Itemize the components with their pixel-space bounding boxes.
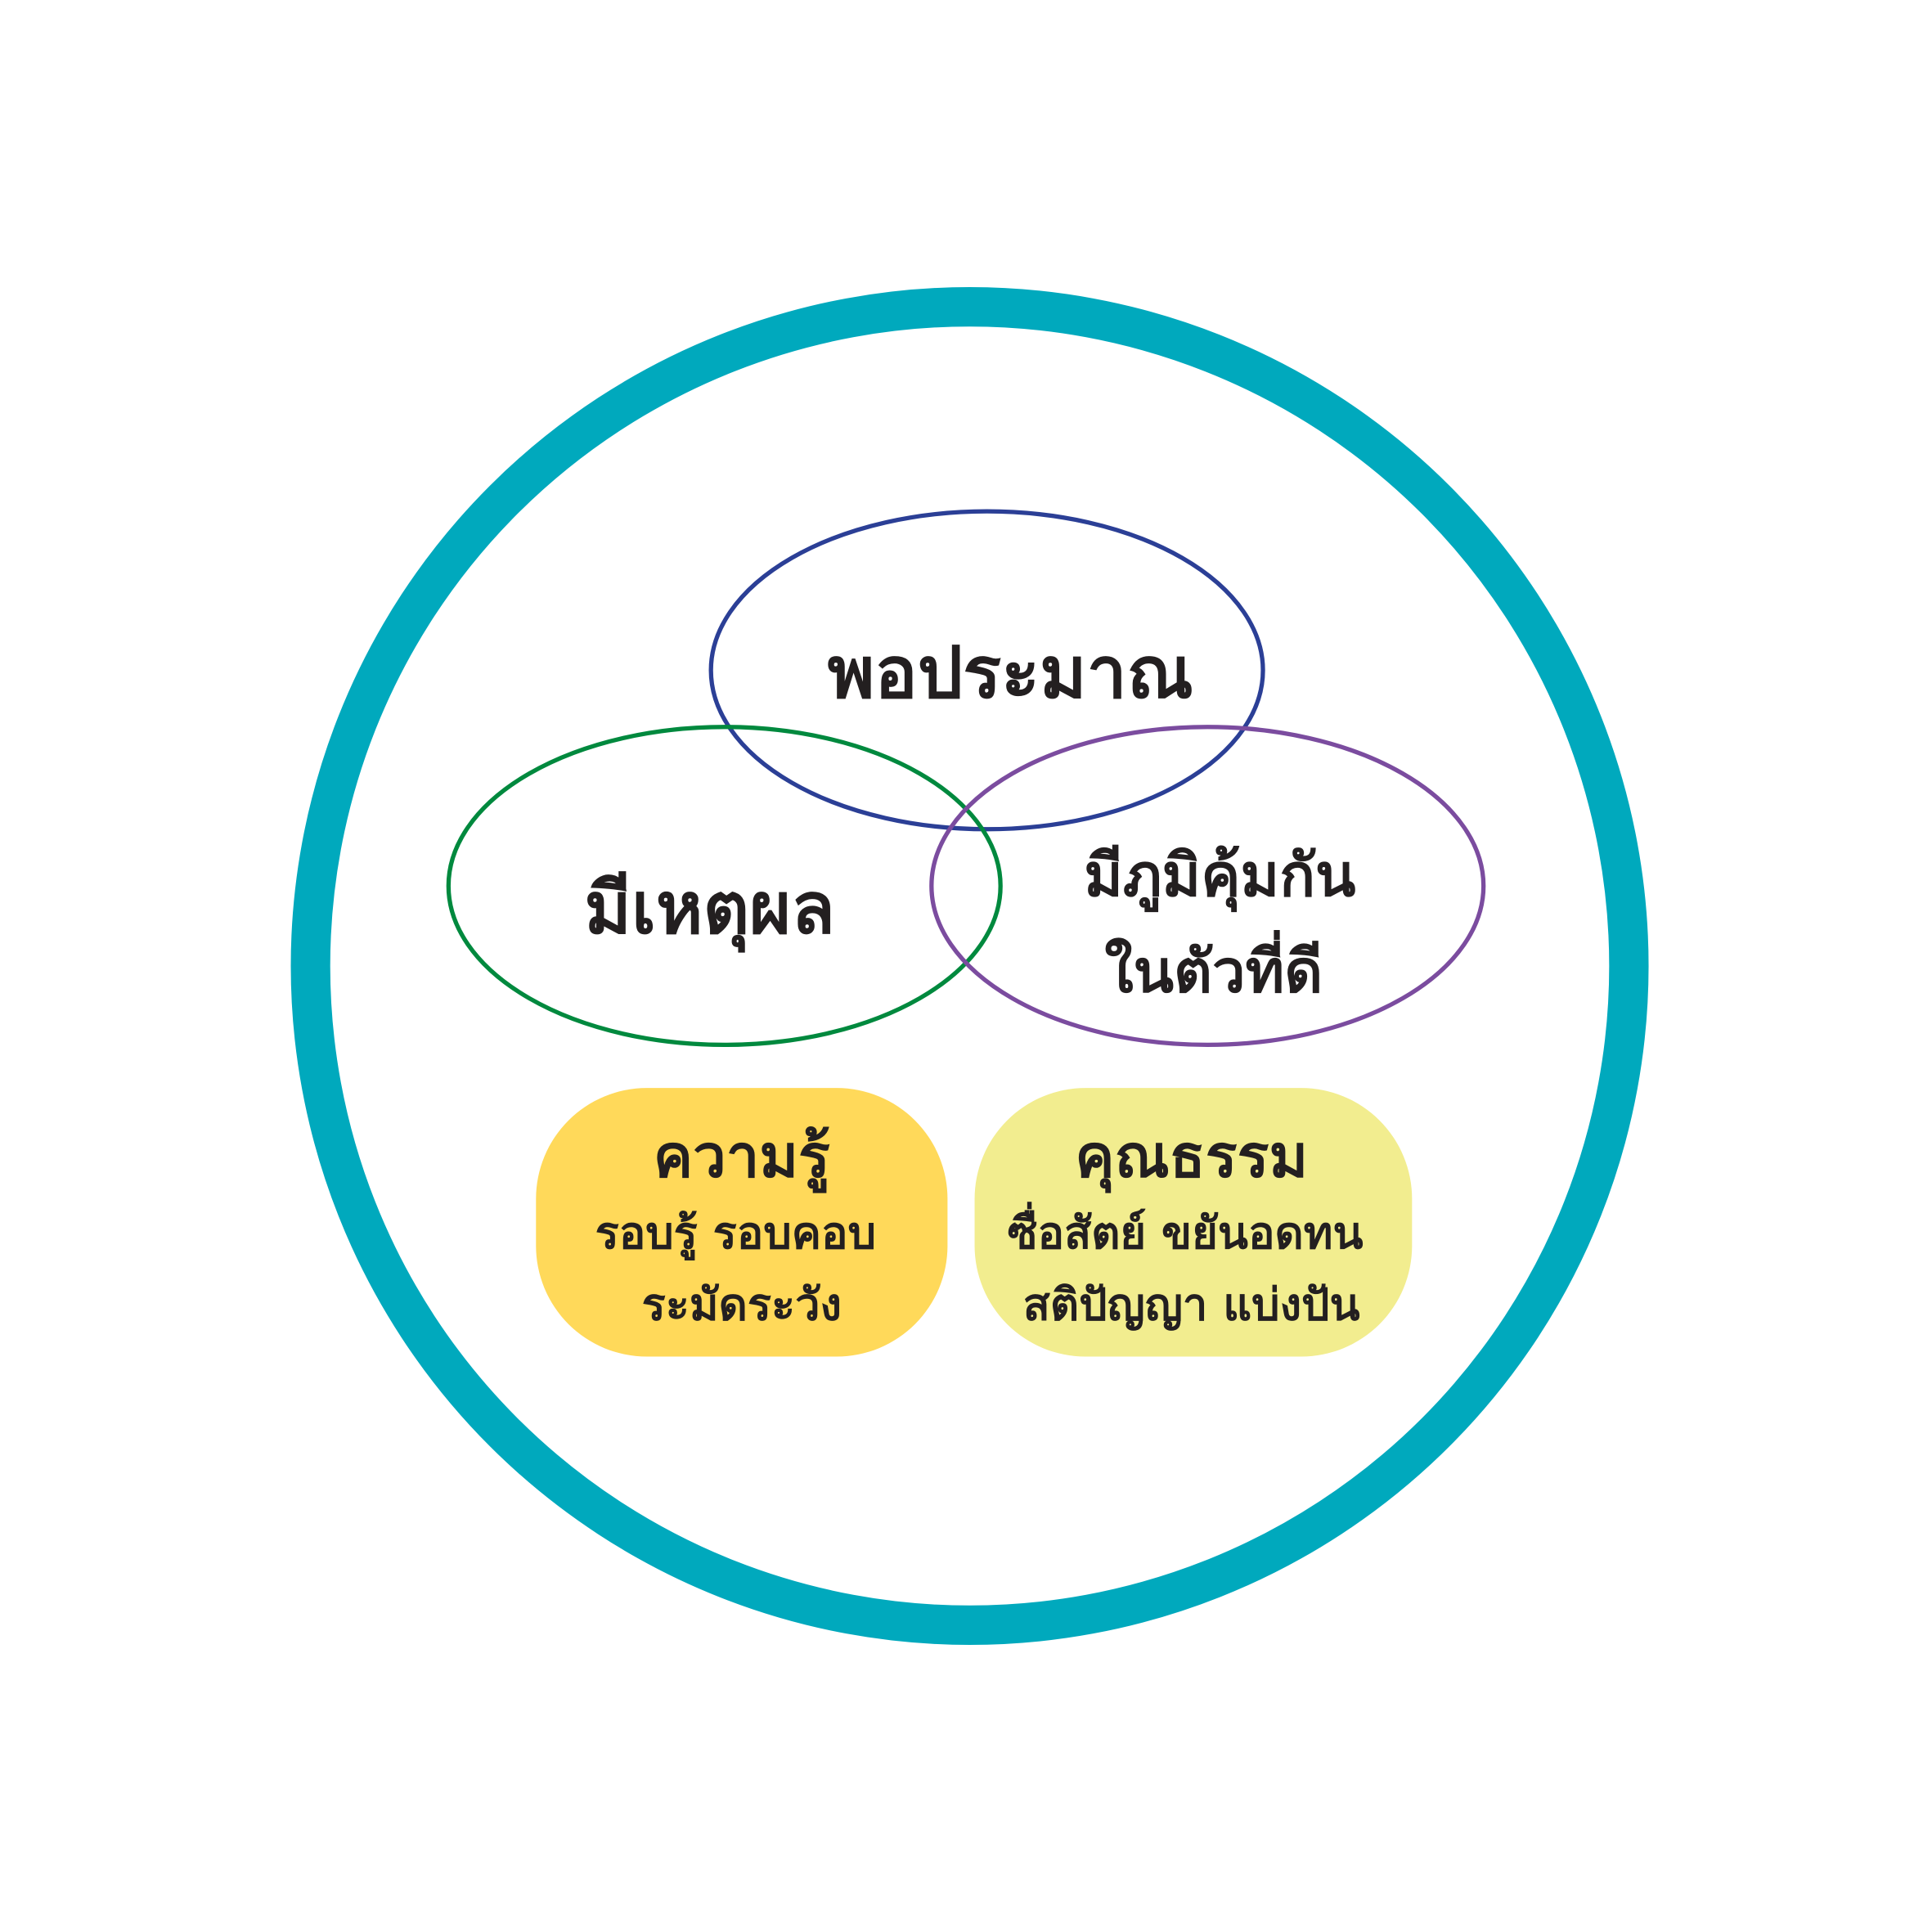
moderation-ellipse <box>708 509 1265 832</box>
knowledge-line1: รอบรู้ รอบคอบ <box>595 1207 876 1260</box>
immunity-label-line2: ในตัวที่ดี <box>1104 930 1323 1007</box>
knowledge-title: ความรู้ <box>654 1123 830 1194</box>
immunity-ellipse <box>929 725 1486 1048</box>
morality-title: คุณธรรม <box>1075 1123 1308 1194</box>
morality-box <box>974 1088 1413 1357</box>
outer-ring <box>290 286 1649 1646</box>
moderation-label: พอประมาณ <box>828 631 1193 715</box>
immunity-label-line1: มีภูมิคุ้มกัน <box>1084 842 1355 913</box>
knowledge-line2: ระมัดระวัง <box>642 1278 842 1330</box>
morality-line2: สติปัญญา แบ่งปัน <box>1023 1278 1360 1330</box>
reasonableness-ellipse <box>446 725 1003 1048</box>
reasonableness-label: มีเหตุผล <box>584 866 834 953</box>
morality-line1: ซื่อสัตย์ ขยันอดทน <box>1008 1202 1364 1259</box>
knowledge-box <box>536 1088 948 1357</box>
